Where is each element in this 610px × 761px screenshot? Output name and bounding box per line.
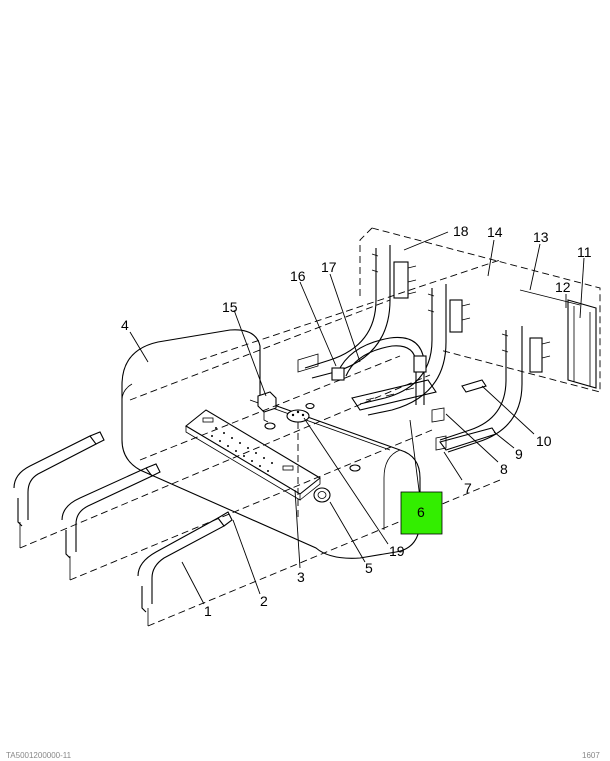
callout-6: 6: [417, 504, 425, 520]
callout-10: 10: [536, 433, 552, 449]
fuel-tank: [121, 329, 421, 559]
callout-4: 4: [121, 317, 129, 333]
callout-15: 15: [222, 299, 238, 315]
hose-assembly: [297, 336, 437, 411]
callout-11: 11: [577, 244, 592, 260]
callout-3: 3: [297, 569, 305, 585]
callout-13: 13: [533, 229, 549, 245]
callout-19: 19: [389, 543, 405, 559]
footer-drawing-code: TA5001200000-11: [6, 751, 72, 760]
mounting-brackets: [304, 245, 551, 453]
callout-8: 8: [500, 461, 508, 477]
callout-12: 12: [555, 279, 571, 295]
callout-7: 7: [464, 480, 472, 496]
callout-9: 9: [515, 446, 523, 462]
highlighted-callout-box: [400, 491, 443, 535]
step-brackets: [13, 431, 233, 626]
leader-lines: [129, 231, 585, 605]
callout-2: 2: [260, 593, 268, 609]
step-plate: [185, 409, 321, 501]
sending-unit: [257, 391, 315, 520]
callout-14: 14: [487, 224, 503, 240]
frame-rail: [359, 227, 601, 393]
callout-17: 17: [321, 259, 337, 275]
footer-page-code: 1607: [582, 751, 600, 760]
callout-labels: 1 2 3 4 5 6 7 8 9 10 11 12 13 14 15 16 1…: [121, 223, 592, 619]
callout-16: 16: [290, 268, 306, 284]
callout-1: 1: [204, 603, 212, 619]
callout-18: 18: [453, 223, 469, 239]
assembly-lines: [19, 259, 501, 627]
callout-5: 5: [365, 560, 373, 576]
